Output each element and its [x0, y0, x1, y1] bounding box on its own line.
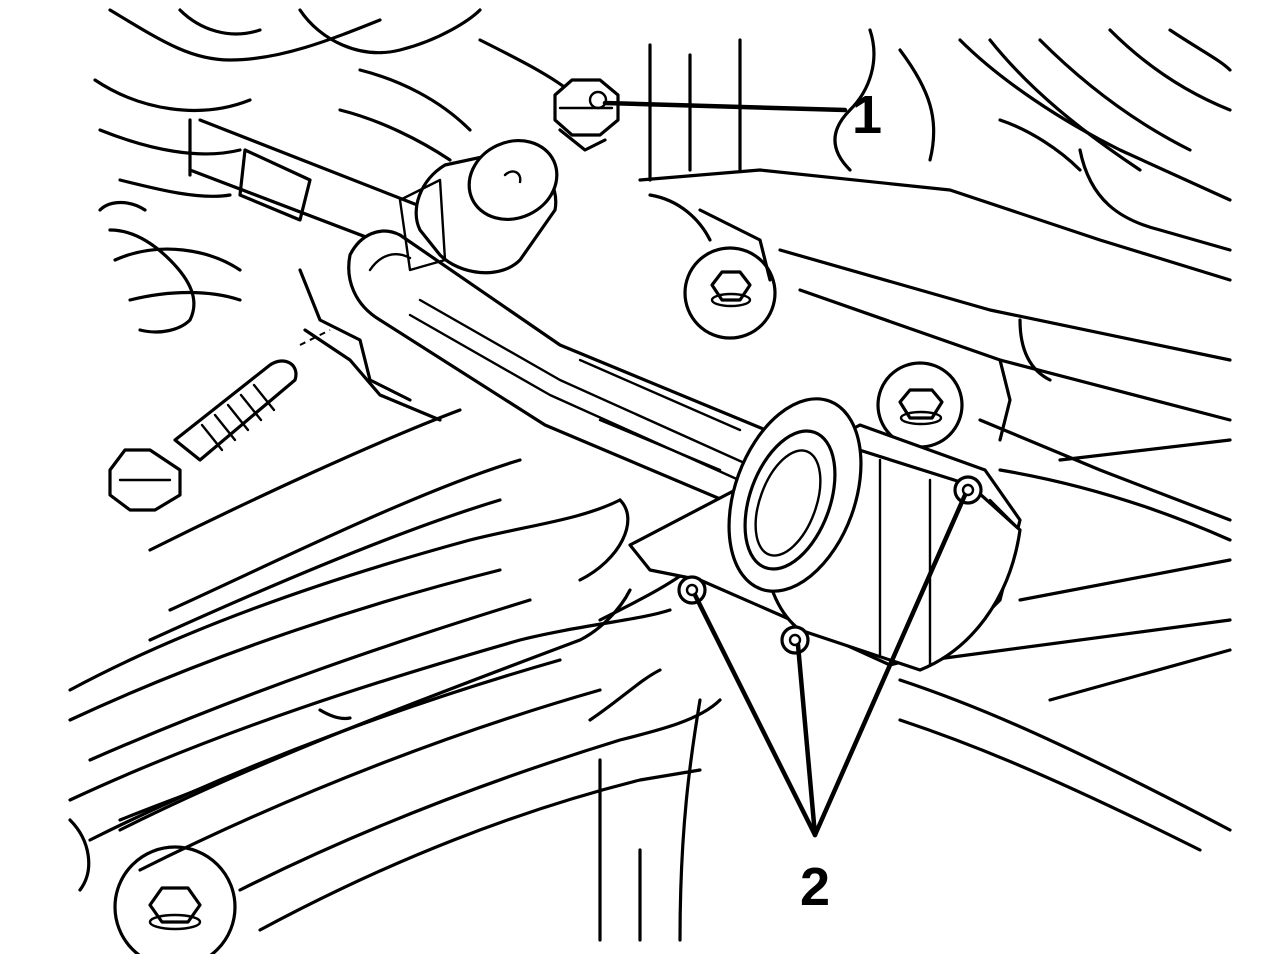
bracket-screw-middle [780, 625, 810, 655]
callout-label-1: 1 [852, 85, 882, 145]
pipe [347, 229, 792, 522]
housing-bolt-upper [683, 246, 777, 340]
callout-label-2: 2 [800, 857, 830, 917]
callout-2-leaders [692, 492, 968, 838]
callout-1-leader [602, 100, 848, 113]
bolt [108, 329, 331, 512]
bracket-screw-left [677, 575, 707, 605]
housing-casting [68, 8, 1232, 954]
clamp-bracket [628, 397, 1022, 672]
upper-connector [398, 139, 559, 275]
bracket-screw-right [953, 475, 983, 505]
nut [553, 78, 620, 152]
housing-bolt-bottom-left [113, 845, 237, 954]
